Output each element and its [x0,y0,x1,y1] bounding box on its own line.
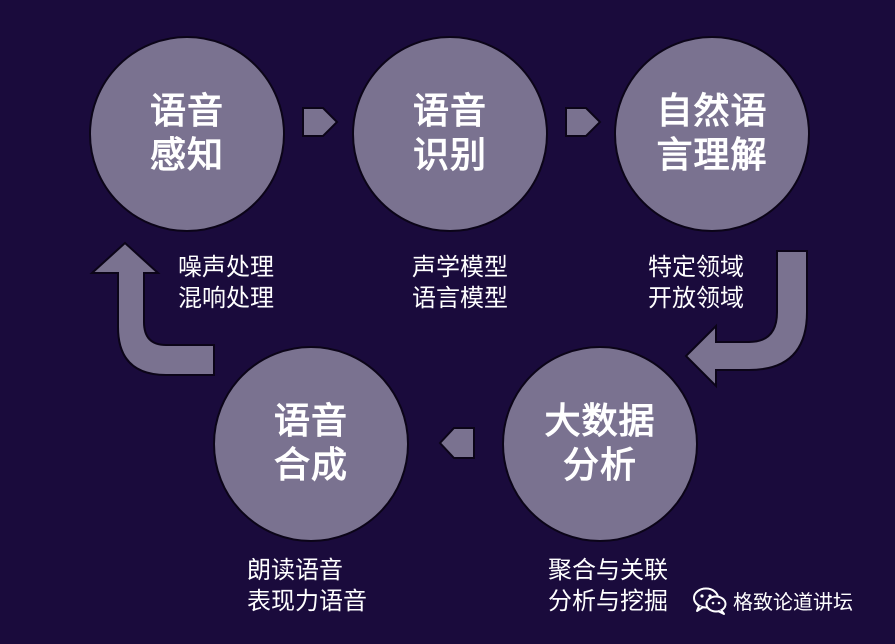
caption-line: 特定领域 [648,253,744,281]
node-title-line: 语音 [412,91,487,132]
caption-line: 聚合与关联 [548,556,668,584]
node-big-data-analysis: 大数据 分析 [502,346,698,542]
node-title-line: 语音 [149,91,224,132]
caption-line: 开放领域 [648,284,744,312]
curved-arrow-right-body [684,250,808,389]
node-title-line: 合成 [273,445,348,486]
caption-line: 声学模型 [412,253,508,281]
node-speech-recognition: 语音 识别 [352,36,548,232]
node-title-line: 感知 [149,135,224,176]
caption-line: 分析与挖掘 [548,587,668,615]
caption-line: 噪声处理 [178,253,274,281]
caption-natural-language-understanding: 特定领域 开放领域 [648,252,744,314]
arrow-bigdata-to-synthesis [438,427,475,459]
arrow-perception-to-recognition [302,107,339,137]
watermark: 格致论道讲坛 [693,586,853,615]
watermark-text: 格致论道讲坛 [733,590,853,614]
wechat-icon [693,587,727,615]
caption-line: 朗读语音 [247,556,343,584]
caption-big-data-analysis: 聚合与关联 分析与挖掘 [548,555,668,617]
curved-arrow-left-body [89,241,215,376]
node-title-line: 自然语 [656,91,768,132]
caption-speech-recognition: 声学模型 语言模型 [412,252,508,314]
node-title-line: 言理解 [656,135,768,176]
node-title-line: 分析 [562,445,637,486]
node-title-line: 识别 [412,135,487,176]
caption-line: 表现力语音 [247,587,367,615]
caption-speech-synthesis: 朗读语音 表现力语音 [247,555,367,617]
node-natural-language-understanding: 自然语 言理解 [614,36,810,232]
node-title-line: 大数据 [544,401,656,442]
caption-speech-perception: 噪声处理 混响处理 [178,252,274,314]
node-speech-perception: 语音 感知 [89,36,285,232]
arrow-recognition-to-nlu [565,107,602,137]
node-title-line: 语音 [273,401,348,442]
caption-line: 语言模型 [412,284,508,312]
caption-line: 混响处理 [178,284,274,312]
node-speech-synthesis: 语音 合成 [213,346,409,542]
